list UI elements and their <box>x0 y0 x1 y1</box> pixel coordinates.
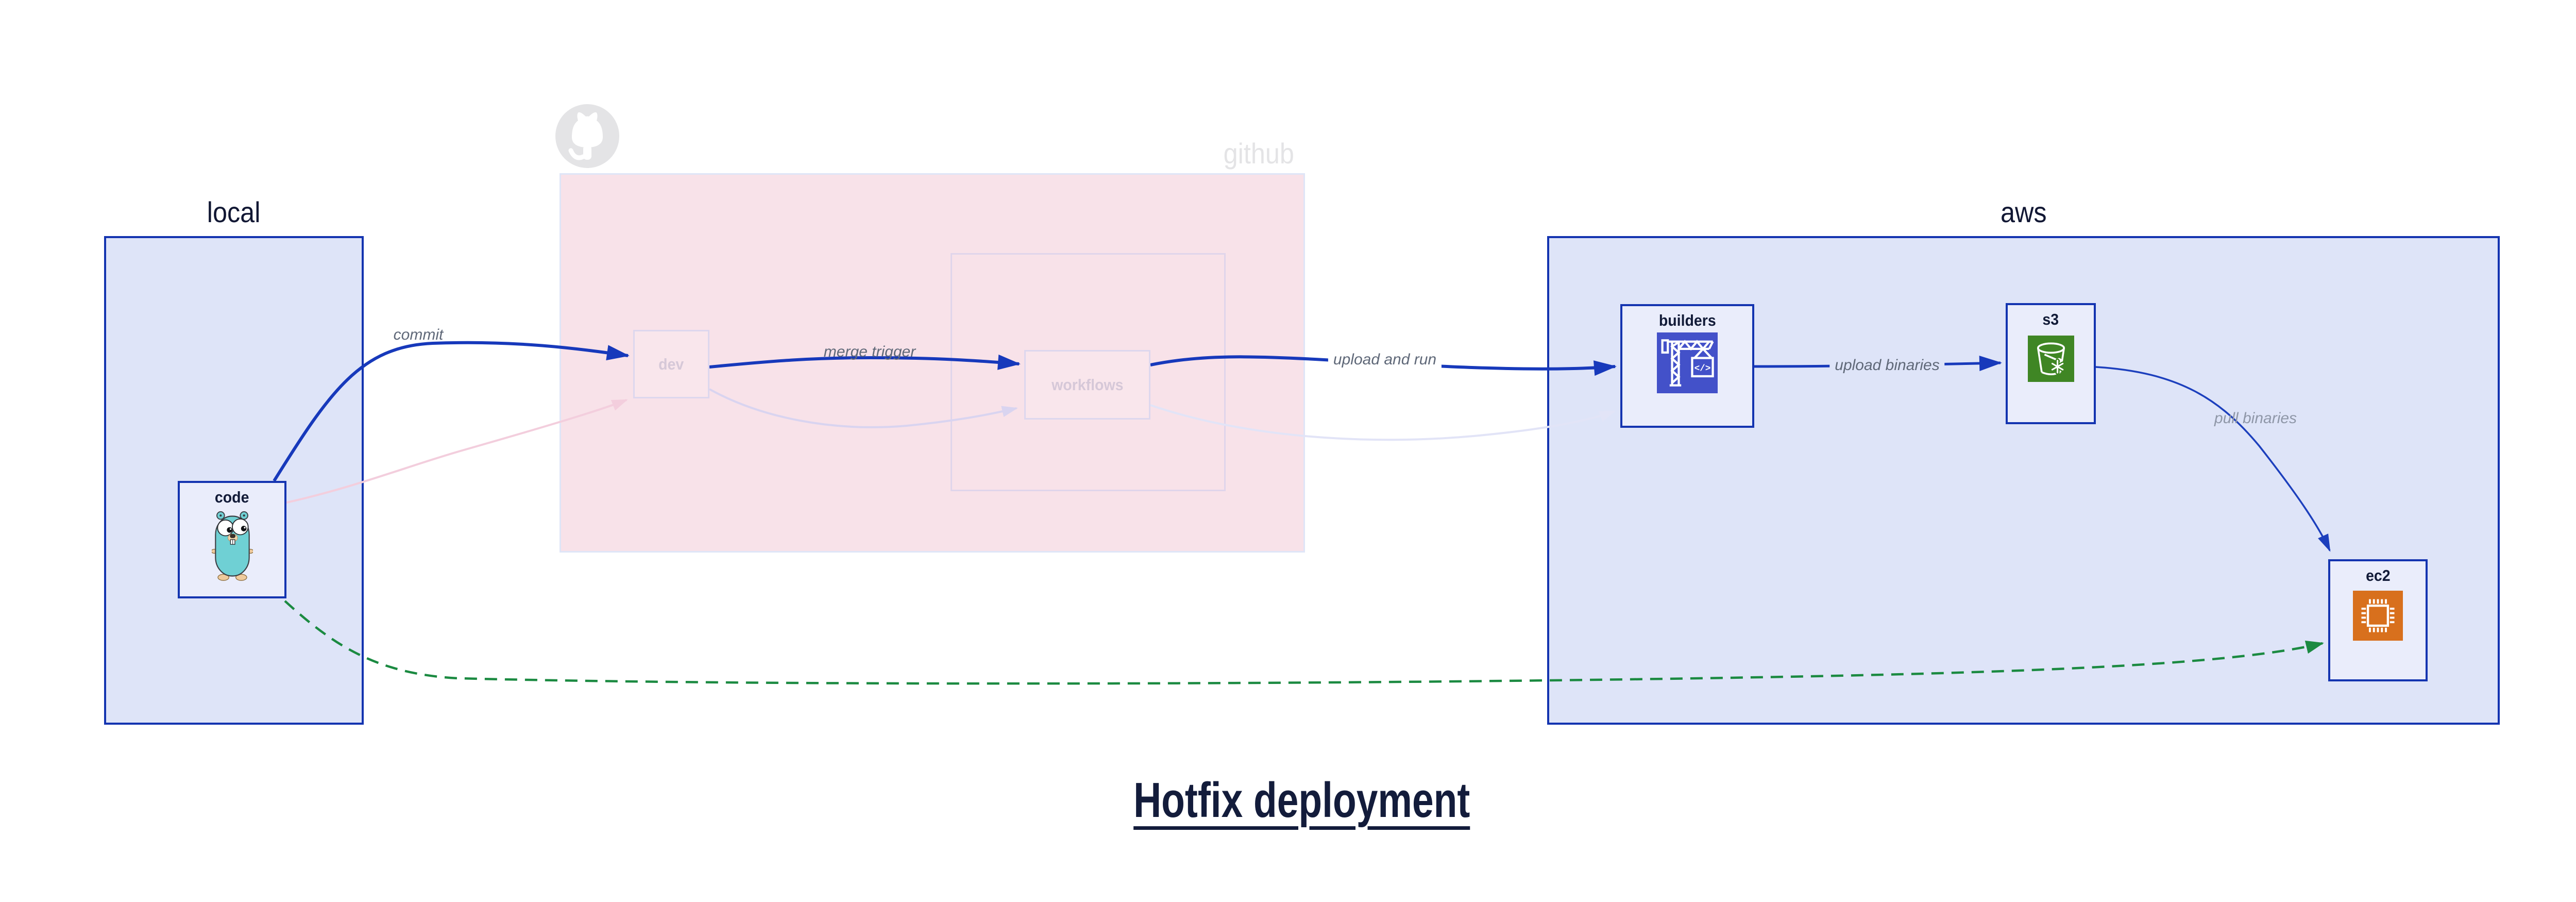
edge-workflows-builders-faded <box>1150 404 1616 441</box>
github-octocat-icon <box>555 104 619 168</box>
ec2-chip-icon <box>2353 591 2403 643</box>
node-builders: builders </> <box>1620 304 1754 428</box>
edge-label-pull-binaries: pull binaries <box>2214 410 2297 427</box>
edge-pull-binaries <box>2095 366 2331 552</box>
group-github-label: github <box>1224 137 1295 170</box>
node-s3: s3 <box>2006 303 2096 424</box>
edge-label-upload-binaries: upload binaries <box>1829 356 1945 375</box>
edge-commit <box>273 341 630 482</box>
group-aws-label: aws <box>2000 196 2047 228</box>
node-builders-label: builders <box>1658 311 1716 329</box>
go-gopher-icon <box>210 509 254 583</box>
group-master-box <box>951 253 1226 491</box>
node-dev: dev <box>633 330 709 398</box>
node-s3-label: s3 <box>2042 310 2059 328</box>
codebuild-crane-icon: </> <box>1657 332 1718 396</box>
node-workflows-label: workflows <box>1051 376 1124 394</box>
node-code: code <box>178 481 286 598</box>
node-ec2-label: ec2 <box>2365 566 2391 584</box>
group-local-label: local <box>207 196 261 228</box>
edge-dev-workflows-faded <box>709 388 1018 428</box>
node-dev-label: dev <box>658 355 684 373</box>
node-workflows: workflows <box>1024 350 1150 420</box>
node-code-label: code <box>215 488 249 506</box>
s3-bucket-snowflake-icon <box>2027 336 2074 385</box>
node-ec2: ec2 <box>2328 559 2428 681</box>
edge-label-upload-and-run: upload and run <box>1328 350 1442 369</box>
edge-label-commit: commit <box>393 326 444 343</box>
diagram-title: Hotfix deployment <box>1133 773 1470 828</box>
edge-hotfix-code-ec2 <box>284 600 2324 685</box>
edge-label-merge-trigger: merge trigger <box>823 343 916 360</box>
edge-code-dev-faded <box>286 399 628 504</box>
edge-merge-trigger <box>709 354 1021 370</box>
group-local-box <box>104 236 364 725</box>
svg-text:</>: </> <box>1694 363 1711 374</box>
